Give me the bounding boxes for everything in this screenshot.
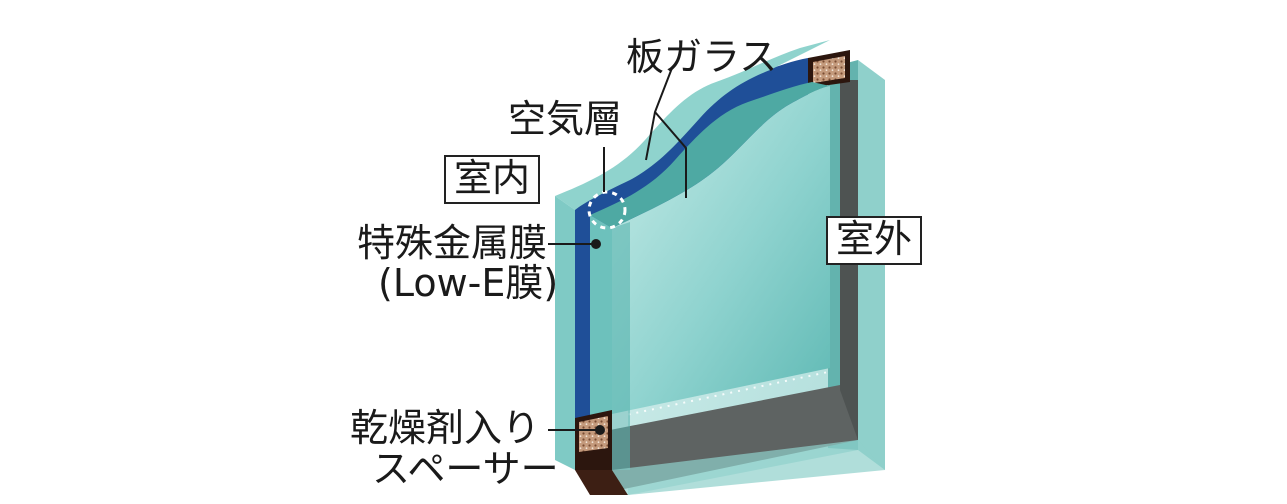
bottom-spacer [575,410,628,495]
leader-lines [548,67,687,431]
lowe-label-line2: (Low-E膜) [378,261,559,305]
lowe-leader-dot [591,239,601,249]
inner-glass-pane [590,82,830,470]
spacer-leader-dot [595,425,605,435]
outdoor-label: 室外 [826,216,923,265]
indoor-glass-sheet [555,196,575,470]
air-layer-label: 空気層 [508,97,623,141]
seal-dotted-line [611,70,829,419]
indoor-label: 室内 [444,155,541,204]
spacer-label-line2: スペーサー [372,447,559,491]
outer-glass-top-edge [555,40,830,210]
glass-leader-line-2 [654,111,687,198]
glass-base-edge [612,440,885,495]
spacer-label-line1: 乾燥剤入り [350,406,541,450]
lowe-label-line1: 特殊金属膜 [357,221,548,265]
top-spacer [808,50,850,88]
glass-label: 板ガラス [626,35,778,79]
air-layer-marker [587,190,627,230]
